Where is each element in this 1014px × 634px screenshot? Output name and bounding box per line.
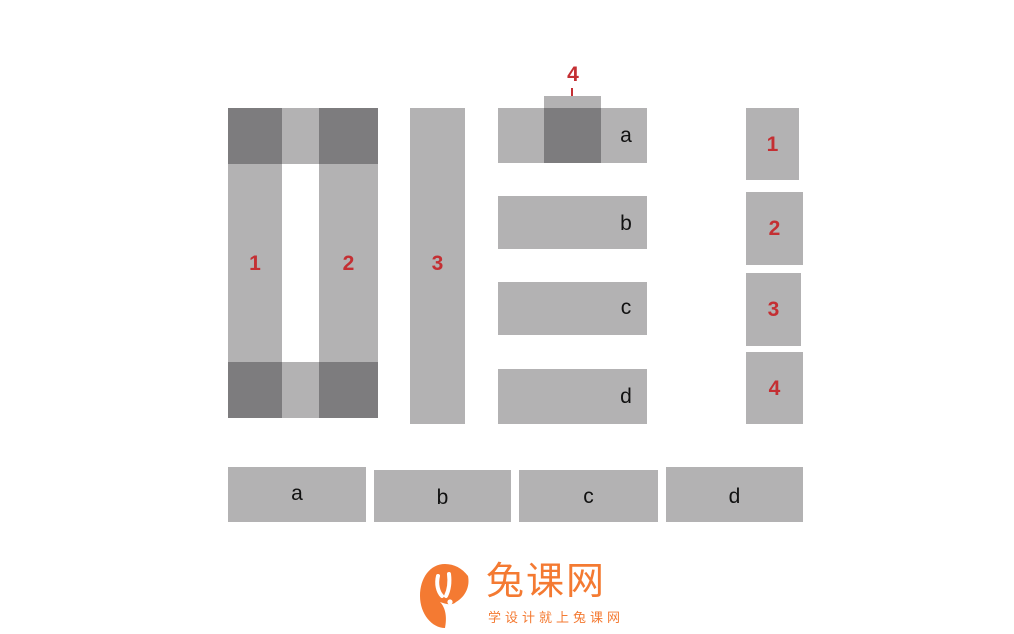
bottom-block-b-label: b bbox=[436, 485, 449, 509]
bottom-block-a bbox=[228, 467, 366, 522]
bottom-block-b bbox=[374, 470, 511, 522]
stack-row-b bbox=[498, 196, 647, 249]
stack-top-marker-tick bbox=[571, 88, 573, 100]
bottom-block-a-label: a bbox=[291, 481, 303, 505]
vertical-tile-2 bbox=[746, 192, 803, 265]
stack-row-a-label: a bbox=[620, 123, 632, 147]
vertical-tile-1-label: 1 bbox=[766, 132, 779, 156]
bottom-block-d-label: d bbox=[728, 484, 741, 508]
logo-title: 兔课网 bbox=[486, 559, 607, 603]
stack-row-b-label: b bbox=[620, 211, 632, 235]
logo-slogan: 学设计就上兔课网 bbox=[488, 611, 625, 626]
bottom-block-d bbox=[666, 467, 803, 522]
tall-block bbox=[410, 108, 465, 424]
stack-row-c-label: c bbox=[620, 295, 632, 319]
frame-bottom-right-cap bbox=[319, 362, 378, 418]
rabbit-logo-icon bbox=[420, 564, 469, 628]
frame-bottom-left-cap bbox=[228, 362, 282, 418]
vertical-tile-4-label: 4 bbox=[768, 376, 781, 400]
vertical-tile-3 bbox=[746, 273, 801, 346]
frame-top-left-cap bbox=[228, 108, 282, 164]
frame-column-1-label: 1 bbox=[249, 251, 261, 275]
frame-column-2-label: 2 bbox=[342, 251, 355, 275]
stack-top-marker-label: 4 bbox=[567, 62, 579, 86]
stack-row-a-dark-segment bbox=[544, 108, 601, 163]
frame-top-right-cap bbox=[319, 108, 378, 164]
frame-column-2 bbox=[319, 164, 378, 362]
stack-row-d bbox=[498, 369, 647, 424]
bottom-block-c-label: c bbox=[583, 484, 594, 508]
stack-row-d-label: d bbox=[620, 384, 632, 408]
vertical-tile-3-label: 3 bbox=[767, 297, 780, 321]
vertical-tile-4 bbox=[746, 352, 803, 424]
stack-row-c bbox=[498, 282, 647, 335]
stack-row-a-raised-segment bbox=[544, 96, 601, 110]
frame-column-1 bbox=[228, 164, 282, 362]
tall-block-label: 3 bbox=[431, 251, 444, 275]
bottom-block-c bbox=[519, 470, 658, 522]
vertical-tile-1 bbox=[746, 108, 799, 180]
vertical-tile-2-label: 2 bbox=[768, 216, 781, 240]
